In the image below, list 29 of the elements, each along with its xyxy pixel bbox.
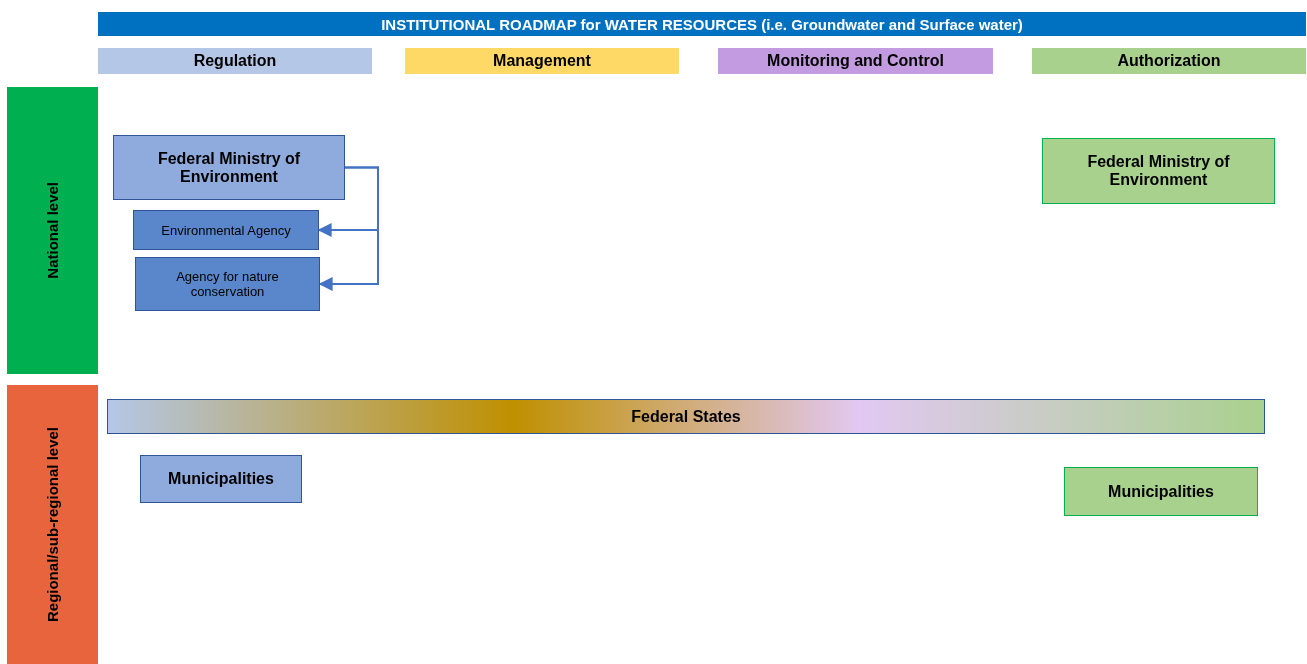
org-box (113, 135, 345, 200)
org-box (1064, 467, 1258, 516)
node-text: Municipalities (168, 470, 274, 488)
node-text: Federal Ministry of Environment (1086, 153, 1231, 189)
org-band (107, 399, 1265, 434)
column-header (98, 48, 372, 74)
node-text: Agency for nature conservation (175, 269, 280, 299)
arrow (318, 166, 379, 291)
column-header (405, 48, 679, 74)
org-box (133, 210, 319, 250)
title-band (98, 12, 1306, 36)
node-text: Municipalities (1108, 482, 1214, 501)
node-text: INSTITUTIONAL ROADMAP for WATER RESOURCES (i.e. Groundwater and Surface water) (381, 15, 1023, 33)
column-header (1032, 48, 1306, 74)
node-text: Regional/sub-regional level (44, 426, 61, 622)
node-text: Environmental Agency (161, 222, 291, 238)
node-text: Monitoring and Control (767, 52, 944, 70)
node-text: National level (44, 182, 61, 279)
row-header (7, 87, 98, 374)
row-header (7, 385, 98, 664)
column-header (718, 48, 993, 74)
org-box (140, 455, 302, 503)
node-text: Regulation (193, 52, 277, 70)
node-text: Management (493, 52, 591, 70)
node-text: Federal States (631, 407, 741, 426)
org-box (1042, 138, 1275, 204)
org-box (135, 257, 320, 311)
node-text: Federal Ministry of Environment (156, 149, 302, 186)
node-text: Authorization (1117, 52, 1221, 70)
